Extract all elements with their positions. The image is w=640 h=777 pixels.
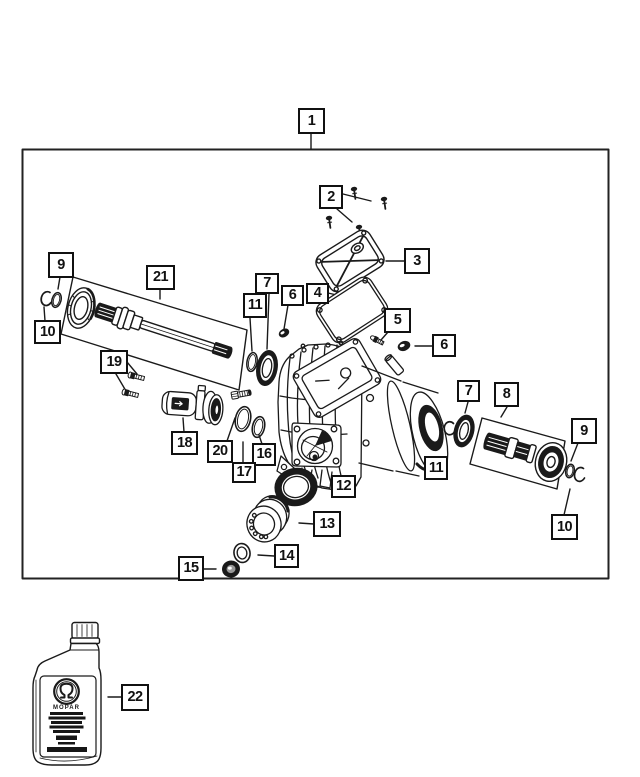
mopar-logo-icon xyxy=(53,678,80,705)
bottle-cap xyxy=(71,621,99,640)
callout-6-left[interactable]: 6 xyxy=(281,285,304,306)
callout-6-right[interactable]: 6 xyxy=(432,334,456,357)
callout-17[interactable]: 17 xyxy=(232,462,256,483)
callout-10-right[interactable]: 10 xyxy=(551,514,578,540)
callout-8[interactable]: 8 xyxy=(494,382,519,407)
axle-shaft-assembly-drawing xyxy=(60,276,248,391)
fluid-bottle-drawing: MOPAR xyxy=(32,621,102,766)
bottle-brand-text: MOPAR xyxy=(53,705,80,711)
housing-bolt-drawing xyxy=(230,389,252,400)
fill-plug-right-drawing xyxy=(397,340,411,352)
actuator-screws-drawing xyxy=(121,371,146,398)
callout-11-left[interactable]: 11 xyxy=(243,293,267,318)
callout-15[interactable]: 15 xyxy=(178,556,204,581)
cover-screws-drawing xyxy=(325,186,388,238)
fill-plug-left-drawing xyxy=(278,328,290,338)
callout-12[interactable]: 12 xyxy=(331,475,356,498)
callout-4[interactable]: 4 xyxy=(306,283,329,304)
stub-shaft-assembly-drawing xyxy=(469,417,568,490)
bearing-hub-drawing xyxy=(246,495,290,543)
callout-21[interactable]: 21 xyxy=(146,265,175,290)
snap-ring-right-inner-drawing xyxy=(443,420,456,436)
diagram-border xyxy=(21,148,610,580)
breather-cover-drawing xyxy=(315,229,385,293)
callout-13[interactable]: 13 xyxy=(313,511,341,537)
callout-9-right[interactable]: 9 xyxy=(571,418,597,444)
snap-rings-right-drawing xyxy=(564,463,586,483)
output-seal-left-drawing xyxy=(256,350,278,386)
o-rings-drawing xyxy=(234,405,266,439)
axle-seal-drawing xyxy=(274,467,318,507)
snap-rings-left-drawing xyxy=(40,290,63,309)
bottle-label-text-bars xyxy=(47,712,87,752)
callout-11-right[interactable]: 11 xyxy=(424,456,448,480)
callout-7-right[interactable]: 7 xyxy=(457,380,480,402)
washer-drawing xyxy=(233,542,251,564)
axle-actuator-drawing xyxy=(161,384,224,426)
callout-3[interactable]: 3 xyxy=(404,248,430,274)
callout-19[interactable]: 19 xyxy=(100,350,128,374)
callout-2[interactable]: 2 xyxy=(319,185,343,209)
o-ring-left-drawing xyxy=(246,351,258,373)
vent-bolt-drawing xyxy=(370,335,385,346)
output-seal-right-drawing xyxy=(453,414,475,448)
callout-9-left[interactable]: 9 xyxy=(48,252,74,278)
callout-22[interactable]: 22 xyxy=(121,684,149,711)
end-cap-drawing xyxy=(222,560,240,578)
callout-14[interactable]: 14 xyxy=(274,544,299,568)
callout-5[interactable]: 5 xyxy=(384,308,411,333)
callout-16[interactable]: 16 xyxy=(252,443,276,466)
callout-1[interactable]: 1 xyxy=(298,108,325,134)
callout-20[interactable]: 20 xyxy=(207,440,233,463)
callout-10-left[interactable]: 10 xyxy=(34,320,61,344)
callout-7-left[interactable]: 7 xyxy=(255,273,279,294)
callout-18[interactable]: 18 xyxy=(171,431,198,455)
